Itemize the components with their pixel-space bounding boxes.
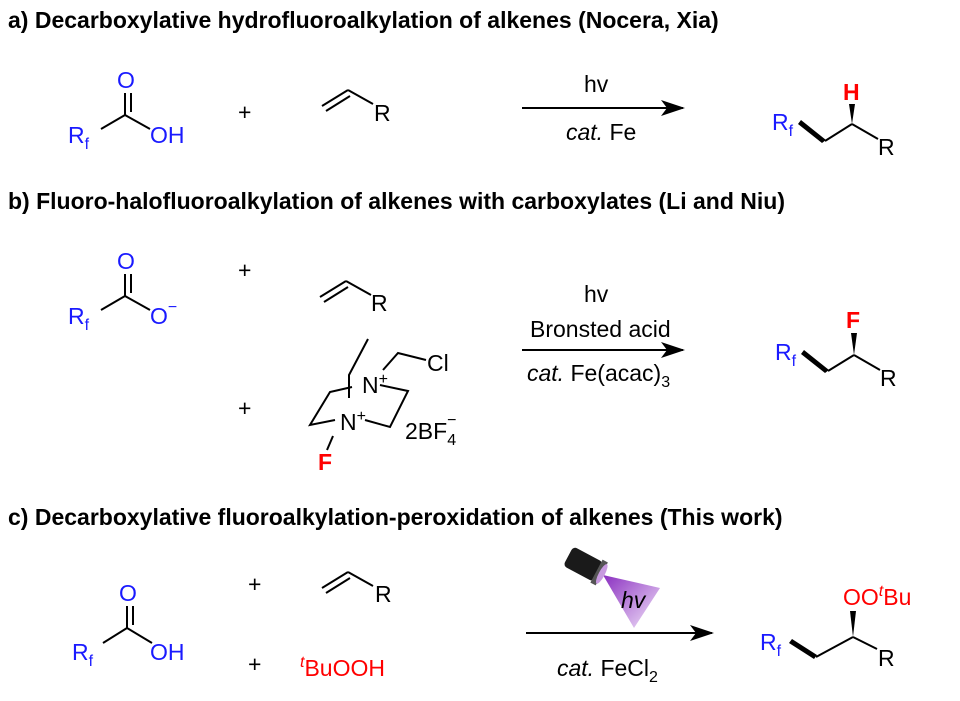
- r-label: R: [878, 645, 895, 671]
- condition-hv: hv: [584, 281, 609, 307]
- rf-label: Rf: [760, 629, 782, 660]
- plus-sign: +: [248, 651, 261, 677]
- carboxylic-acid-c: O Rf OH: [72, 580, 185, 670]
- r-label: R: [374, 100, 391, 126]
- condition-catalyst: cat. Fe(acac)3: [527, 360, 670, 391]
- hydroxyl-label: OH: [150, 639, 185, 665]
- fluorine-label: F: [846, 307, 860, 333]
- nitrogen-label: N+: [362, 371, 388, 398]
- selectfluor-reagent: N+ N+ Cl 2BF4− F: [307, 338, 456, 475]
- counterion-label: 2BF4−: [405, 412, 456, 449]
- rf-label: Rf: [68, 303, 90, 334]
- r-label: R: [880, 365, 897, 391]
- rf-label: Rf: [72, 639, 94, 670]
- product-c: Rf OOtBu R: [760, 583, 911, 671]
- plus-sign: +: [238, 99, 251, 125]
- plus-sign: +: [238, 257, 251, 283]
- alkene-a: R: [321, 89, 391, 126]
- alkene-c: R: [321, 571, 392, 607]
- r-label: R: [371, 290, 388, 316]
- rf-label: Rf: [775, 339, 797, 370]
- section-c: c) Decarboxylative fluoroalkylation-pero…: [8, 504, 911, 686]
- hv-label: hv: [621, 587, 647, 613]
- light-source-icon: hv: [564, 547, 660, 628]
- reaction-arrow-a: hv cat. Fe: [522, 71, 685, 145]
- condition-catalyst: cat. FeCl2: [557, 655, 658, 686]
- carboxylate-b: O Rf O−: [68, 248, 177, 334]
- section-c-heading: c) Decarboxylative fluoroalkylation-pero…: [8, 504, 783, 530]
- rf-label: Rf: [772, 109, 794, 140]
- rf-label: Rf: [68, 122, 90, 153]
- oxygen-label: O: [117, 67, 135, 93]
- product-b: Rf F R: [775, 307, 897, 391]
- section-b-heading: b) Fluoro-halofluoroalkylation of alkene…: [8, 188, 785, 214]
- condition-hv: hv: [584, 71, 609, 97]
- nitrogen-label: N+: [340, 408, 366, 435]
- oxygen-label: O: [117, 248, 135, 274]
- carboxylate-oxygen: O−: [150, 299, 177, 329]
- condition-catalyst: cat. Fe: [566, 119, 636, 145]
- section-a-heading: a) Decarboxylative hydrofluoroalkylation…: [8, 7, 719, 33]
- tert-butylperoxy-label: OOtBu: [843, 583, 911, 610]
- section-a: a) Decarboxylative hydrofluoroalkylation…: [8, 7, 895, 160]
- hydroxyl-label: OH: [150, 122, 185, 148]
- section-b: b) Fluoro-halofluoroalkylation of alkene…: [8, 188, 897, 475]
- hydrogen-label: H: [843, 79, 860, 105]
- reaction-arrow-c: hv cat. FeCl2: [526, 547, 714, 686]
- plus-sign: +: [238, 395, 251, 421]
- tert-butyl-hydroperoxide: tBuOOH: [300, 654, 385, 681]
- fluorine-label: F: [318, 449, 332, 475]
- plus-sign: +: [248, 571, 261, 597]
- chlorine-label: Cl: [427, 350, 449, 376]
- reaction-arrow-b: hv Bronsted acid cat. Fe(acac)3: [522, 281, 685, 391]
- condition-acid: Bronsted acid: [530, 316, 671, 342]
- r-label: R: [878, 134, 895, 160]
- product-a: Rf H R: [772, 79, 895, 160]
- alkene-b: R: [319, 280, 388, 316]
- carboxylic-acid-a: O Rf OH: [68, 67, 185, 153]
- r-label: R: [375, 581, 392, 607]
- oxygen-label: O: [119, 580, 137, 606]
